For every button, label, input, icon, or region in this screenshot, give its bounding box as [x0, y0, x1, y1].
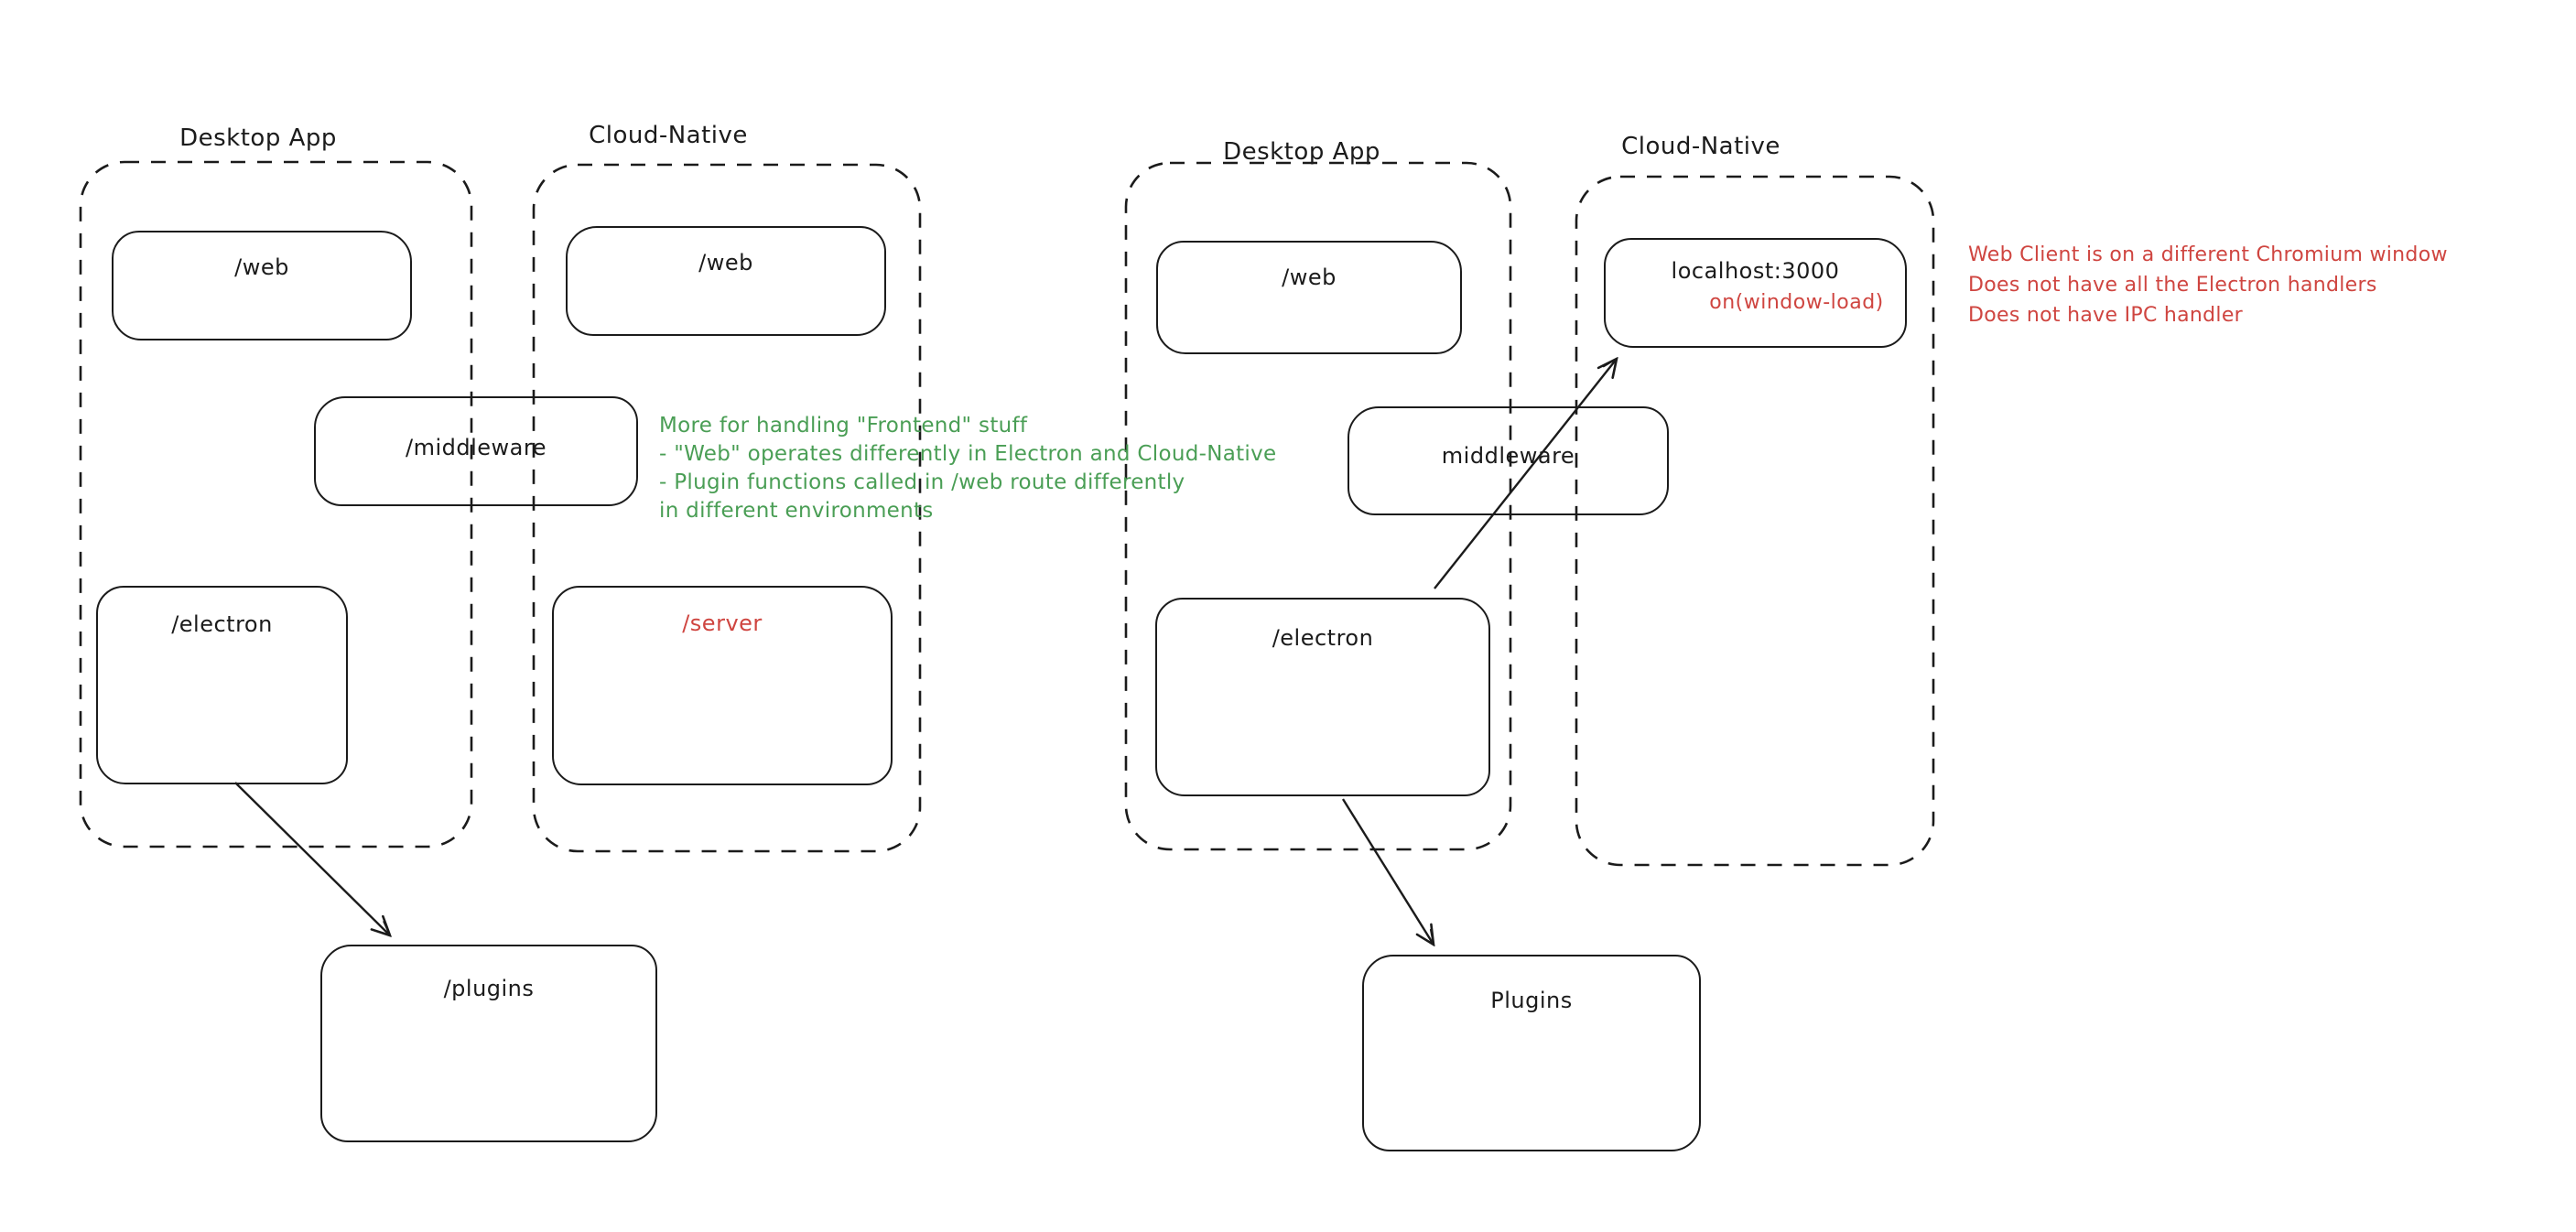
left-electron-label: /electron [171, 611, 273, 637]
left-desktop-web-box: /web [112, 231, 412, 340]
left-plugins-label: /plugins [443, 976, 535, 1001]
red-note-line: Does not have IPC handler [1968, 304, 2244, 327]
right-desktop-app-title: Desktop App [1223, 138, 1380, 166]
left-server-box: /server [552, 586, 893, 785]
green-note: More for handling "Frontend" stuff - "We… [659, 412, 1276, 525]
arrow-electron-to-plugins-left [234, 782, 390, 935]
left-electron-box: /electron [96, 586, 348, 784]
right-electron-label: /electron [1272, 625, 1374, 651]
localhost-box: localhost:3000 on(window-load) [1604, 238, 1907, 348]
left-desktop-web-label: /web [234, 254, 289, 280]
left-cloud-web-label: /web [698, 250, 753, 276]
on-window-load-label: on(window-load) [1709, 291, 1884, 314]
red-note-line: Web Client is on a different Chromium wi… [1968, 243, 2448, 266]
right-plugins-label: Plugins [1490, 988, 1573, 1013]
green-note-line: in different environments [659, 499, 934, 523]
left-server-label: /server [682, 611, 763, 636]
right-middleware-label: middleware [1441, 443, 1575, 469]
red-note: Web Client is on a different Chromium wi… [1968, 240, 2448, 330]
right-desktop-web-box: /web [1156, 241, 1462, 354]
left-middleware-box: /middleware [314, 396, 638, 506]
left-cloud-native-title: Cloud-Native [589, 122, 748, 149]
green-note-line: - "Web" operates differently in Electron… [659, 442, 1277, 466]
left-desktop-app-title: Desktop App [179, 124, 337, 152]
right-electron-box: /electron [1155, 598, 1490, 796]
right-cloud-native-title: Cloud-Native [1621, 133, 1780, 160]
green-note-line: - Plugin functions called in /web route … [659, 470, 1185, 494]
left-plugins-box: /plugins [320, 945, 657, 1142]
green-note-line: More for handling "Frontend" stuff [659, 414, 1028, 438]
localhost-label: localhost:3000 [1671, 258, 1840, 284]
red-note-line: Does not have all the Electron handlers [1968, 274, 2377, 297]
arrow-electron-to-plugins-right [1341, 798, 1434, 945]
left-cloud-web-box: /web [566, 226, 886, 336]
right-middleware-box: middleware [1348, 406, 1669, 515]
right-plugins-box: Plugins [1362, 955, 1701, 1151]
right-desktop-web-label: /web [1282, 265, 1337, 290]
left-middleware-label: /middleware [406, 435, 547, 460]
